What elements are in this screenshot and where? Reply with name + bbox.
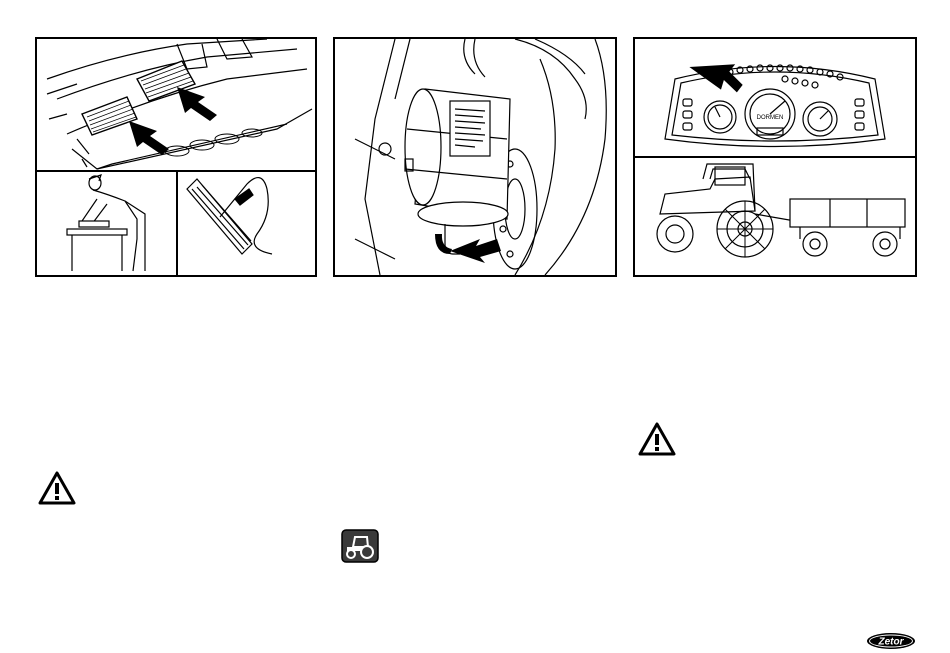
tractor-symbol-icon [341, 529, 379, 563]
dashboard-brand-text: DORMEN [757, 115, 784, 121]
zetor-logo: Zetor [866, 632, 916, 650]
warning-triangle-icon [637, 421, 677, 457]
zetor-logo-text: Zetor [878, 637, 905, 648]
warning-triangle-icon [37, 470, 77, 506]
air-tank-drain-illustration [335, 39, 615, 275]
cab-air-filter-illustration [37, 39, 315, 275]
dashboard-trailer-illustration: DORMEN [635, 39, 915, 275]
air-tank-drain-panel [333, 37, 617, 277]
dashboard-trailer-panel: DORMEN [633, 37, 917, 277]
cab-air-filter-panel [35, 37, 317, 277]
